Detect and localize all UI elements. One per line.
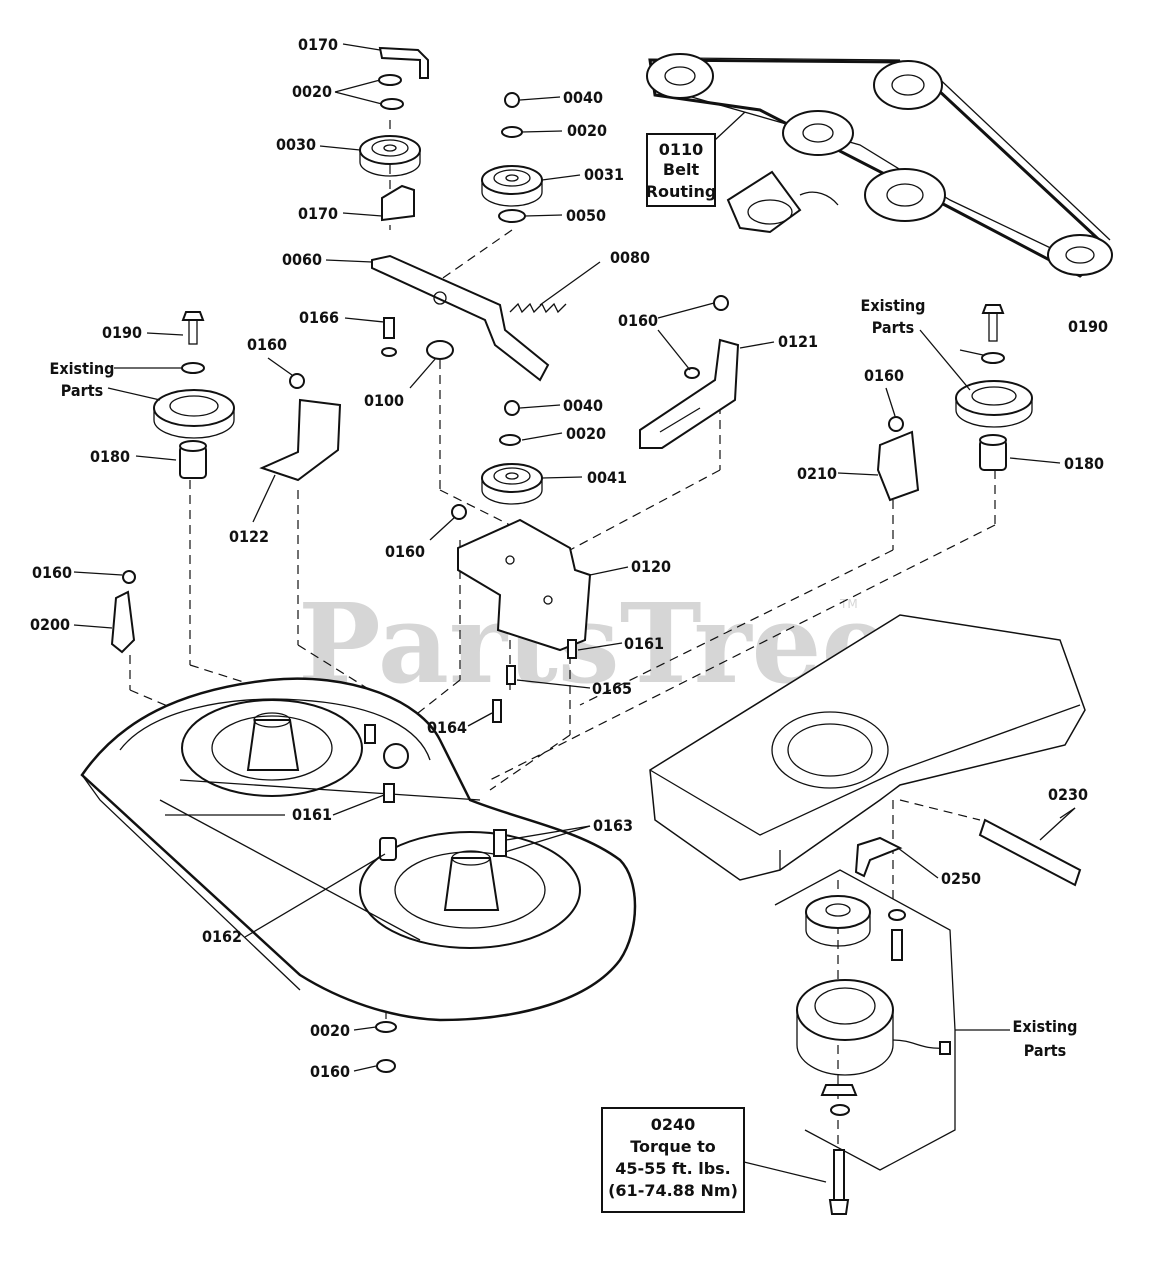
pulley-stack-right (955, 304, 1033, 471)
callout-0180: 0180 (1064, 454, 1104, 473)
deck-washers (375, 1021, 397, 1073)
callout-0120: 0120 (631, 557, 671, 576)
callout-0020: 0020 (310, 1021, 350, 1040)
callout-0020: 0020 (292, 82, 332, 101)
existing-parts-left-line-2: Parts (61, 381, 103, 400)
idler-stack-lower (481, 400, 543, 505)
callout-0160: 0160 (385, 542, 425, 561)
callout-0165: 0165 (592, 679, 632, 698)
belt-routing-box: 0110 Belt Routing (646, 111, 746, 207)
existing-parts-labels: Existing Parts Existing Parts Existing P… (50, 296, 1078, 1060)
bracket-0122 (259, 373, 342, 482)
idler-stack-upper (359, 46, 429, 222)
callout-0161: 0161 (292, 805, 332, 824)
callout-labels: 0170 0020 0030 0170 0040 0020 0031 0050 … (30, 35, 1108, 1081)
callout-0166: 0166 (299, 308, 339, 327)
callout-0160: 0160 (247, 335, 287, 354)
callout-0200: 0200 (30, 615, 70, 634)
bracket-0121 (639, 295, 740, 449)
callout-0100: 0100 (364, 391, 404, 410)
callout-0161: 0161 (624, 634, 664, 653)
existing-parts-left-line-1: Existing (50, 359, 115, 378)
callout-0030: 0030 (276, 135, 316, 154)
callout-0170: 0170 (298, 204, 338, 223)
tractor-frame (649, 614, 1086, 887)
callout-0060: 0060 (282, 250, 322, 269)
mower-deck (80, 677, 637, 1022)
callout-0040: 0040 (563, 88, 603, 107)
bracket-0210 (876, 416, 920, 502)
callout-0190: 0190 (102, 323, 142, 342)
callout-0160: 0160 (32, 563, 72, 582)
callout-0210: 0210 (797, 464, 837, 483)
callout-0122: 0122 (229, 527, 269, 546)
callout-0040: 0040 (563, 396, 603, 415)
callout-0050: 0050 (566, 206, 606, 225)
callout-0163: 0163 (593, 816, 633, 835)
pulley-stack-left (153, 311, 235, 479)
callout-0250: 0250 (941, 869, 981, 888)
bracket-0200 (110, 570, 136, 654)
torque-box-line-3: 45-55 ft. lbs. (615, 1159, 731, 1178)
existing-parts-bottom-line-1: Existing (1013, 1017, 1078, 1036)
callout-0180: 0180 (90, 447, 130, 466)
belt-routing-diagram (646, 53, 1113, 278)
watermark-trademark: TM (839, 597, 858, 611)
callout-0230: 0230 (1048, 785, 1088, 804)
leader-lines (73, 43, 1076, 1072)
callout-0020: 0020 (567, 121, 607, 140)
callout-0121: 0121 (778, 332, 818, 351)
torque-box-line-2: Torque to (630, 1137, 716, 1156)
belt-box-line-3: Routing (646, 182, 717, 201)
callout-0160: 0160 (310, 1062, 350, 1081)
existing-parts-right-line-1: Existing (861, 296, 926, 315)
existing-parts-bottom-line-2: Parts (1024, 1041, 1066, 1060)
callout-0162: 0162 (202, 927, 242, 946)
callout-0031: 0031 (584, 165, 624, 184)
torque-box-line-1: 0240 (651, 1115, 696, 1134)
torque-box: 0240 Torque to 45-55 ft. lbs. (61-74.88 … (601, 1107, 827, 1213)
idler-arm (371, 254, 567, 382)
callout-0170: 0170 (298, 35, 338, 54)
callout-0164: 0164 (427, 718, 467, 737)
pto-clutch-assembly (796, 895, 951, 1215)
existing-parts-right-line-2: Parts (872, 318, 914, 337)
torque-box-line-4: (61-74.88 Nm) (608, 1181, 738, 1200)
callout-0020: 0020 (566, 424, 606, 443)
callout-0190: 0190 (1068, 317, 1108, 336)
idler-stack-center (481, 92, 543, 223)
belt-box-line-2: Belt (663, 160, 700, 179)
bracket-0120 (451, 504, 592, 723)
callout-0041: 0041 (587, 468, 627, 487)
callout-0080: 0080 (610, 248, 650, 267)
belt-box-line-1: 0110 (659, 140, 704, 159)
callout-0160: 0160 (864, 366, 904, 385)
callout-0160: 0160 (618, 311, 658, 330)
